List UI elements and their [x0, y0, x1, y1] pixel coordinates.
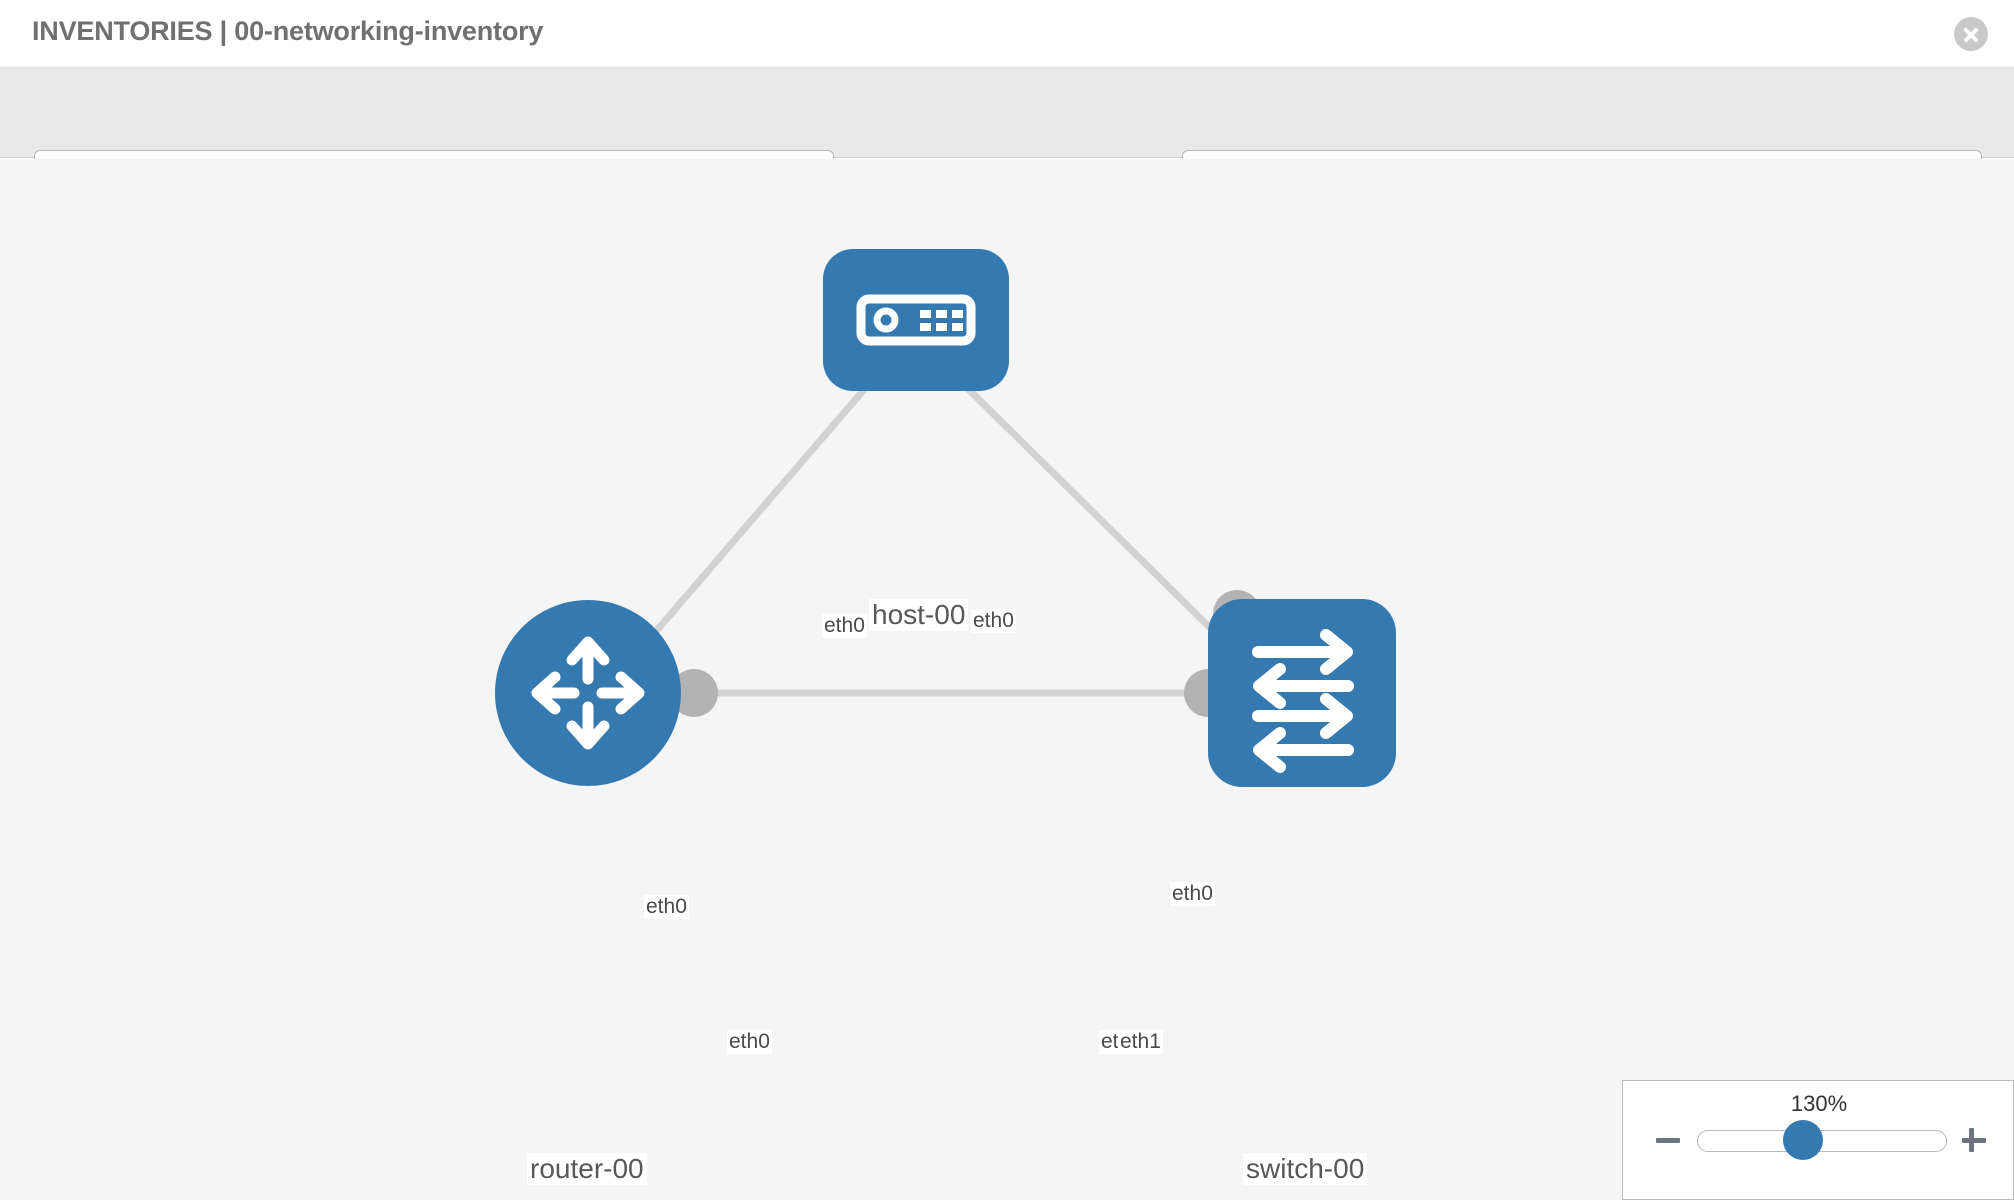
node-label-host-00: host-00 — [869, 599, 969, 632]
edge-label: eth0 — [727, 1030, 772, 1055]
port-router00-right — [670, 669, 718, 717]
zoom-slider-thumb[interactable] — [1783, 1120, 1823, 1160]
node-host-00 — [823, 249, 1009, 391]
node-label-switch-00: switch-00 — [1243, 1153, 1368, 1186]
node-router-00 — [495, 600, 681, 786]
edge-label: eth0 — [644, 895, 689, 920]
edge-label: eth0 — [1170, 882, 1215, 907]
server-device-icon — [856, 294, 976, 346]
page-title: INVENTORIES | 00-networking-inventory — [32, 16, 544, 46]
toolbar: ACTIONS SEARCH — [0, 68, 2014, 204]
edge-label: eth1 — [1118, 1030, 1163, 1055]
router-arrows-icon — [531, 636, 645, 750]
close-icon[interactable] — [1954, 17, 1988, 51]
edge-label: eth0 — [822, 614, 867, 639]
edge-label: eth0 — [971, 609, 1016, 634]
link-host00-router00 — [612, 368, 883, 682]
switch-arrows-icon — [1252, 629, 1354, 773]
zoom-level-value: 130% — [1790, 1091, 1848, 1116]
node-label-router-00: router-00 — [527, 1153, 647, 1186]
topology-canvas[interactable]: eth0 eth0 eth0 eth0 eth0 eth eth1 host-0… — [0, 159, 2014, 1200]
plus-icon[interactable] — [1959, 1125, 1989, 1155]
node-switch-00 — [1208, 599, 1396, 787]
graph-ports — [670, 335, 1261, 717]
minus-icon[interactable] — [1653, 1125, 1683, 1155]
graph-links — [612, 368, 1275, 697]
topology-graph — [495, 249, 1396, 787]
zoom-control-panel: 130% — [1622, 1080, 2014, 1200]
page-header: INVENTORIES | 00-networking-inventory — [0, 0, 2014, 68]
